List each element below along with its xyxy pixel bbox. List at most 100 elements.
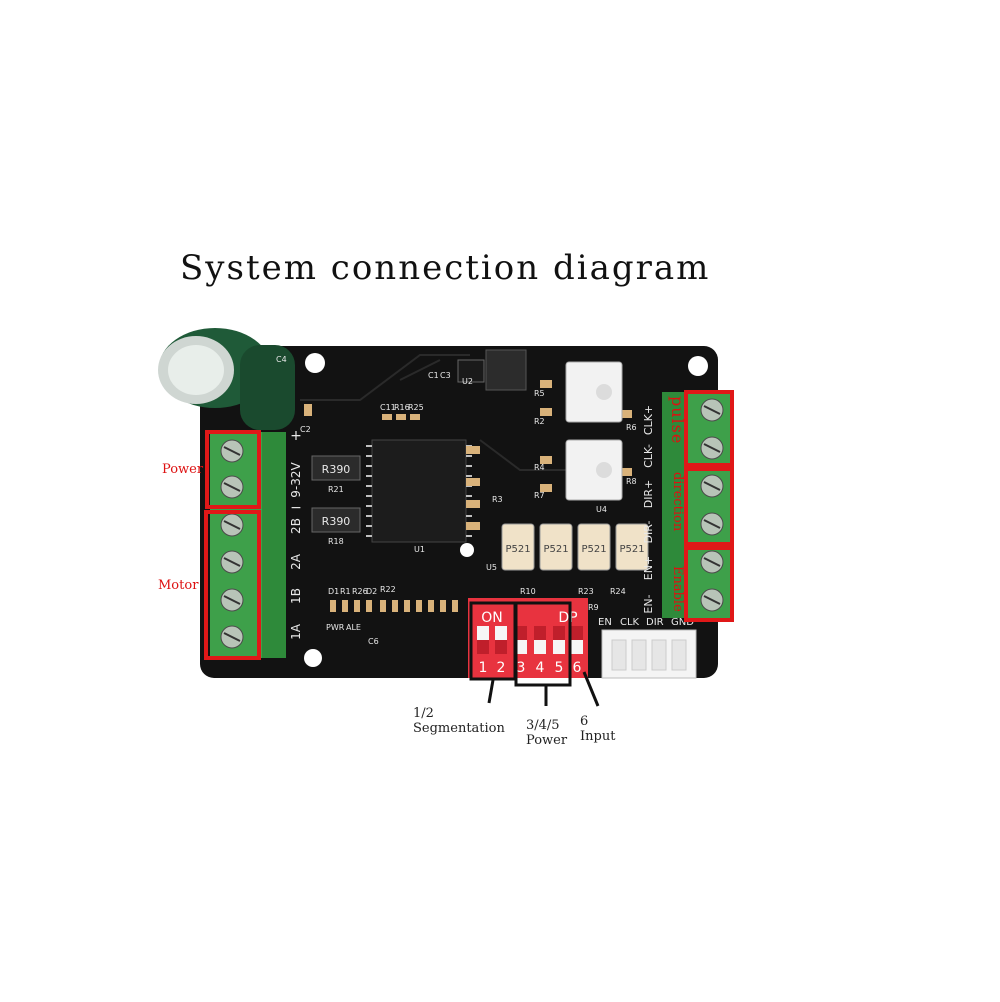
power-caption: 3/4/5 Power bbox=[526, 718, 567, 748]
silk-label: R5 bbox=[534, 389, 545, 398]
silk-label: R4 bbox=[534, 463, 545, 472]
silk-label: R7 bbox=[534, 491, 545, 500]
terminal-plus-label: + bbox=[290, 428, 302, 444]
silk-label: R9 bbox=[588, 603, 599, 612]
silk-label: R25 bbox=[408, 403, 424, 412]
silk-label: R2 bbox=[534, 417, 545, 426]
dip-dp-label: DP bbox=[558, 610, 577, 626]
resistor-label: R390 bbox=[322, 463, 351, 476]
terminal-dir-plus-label: DIR+ bbox=[642, 480, 655, 509]
highlight-motor bbox=[204, 510, 261, 660]
silk-label: PWR bbox=[326, 623, 345, 632]
optocoupler-row bbox=[501, 523, 649, 571]
terminal-voltage-label: 9-32V bbox=[289, 461, 303, 497]
resistor-r21 bbox=[311, 455, 361, 481]
resistor-label: R390 bbox=[322, 515, 351, 528]
page-title: System connection diagram bbox=[180, 248, 711, 288]
silk-label: R10 bbox=[520, 587, 536, 596]
header-pin-label: EN bbox=[598, 617, 612, 628]
opto-label: P521 bbox=[581, 544, 606, 555]
opto-label: P521 bbox=[619, 544, 644, 555]
smd-components bbox=[304, 380, 632, 612]
segmentation-text: Segmentation bbox=[413, 721, 505, 736]
silk-label: U1 bbox=[414, 545, 425, 554]
power-label: Power bbox=[162, 462, 204, 477]
highlight-enable bbox=[684, 546, 734, 622]
highlight-pulse bbox=[684, 390, 734, 467]
silk-label: R16 bbox=[394, 403, 410, 412]
terminal-dir-minus-label: DIR- bbox=[642, 521, 655, 544]
silk-label: C2 bbox=[300, 425, 311, 434]
terminal-2a-label: 2A bbox=[289, 553, 303, 570]
left-terminal-block bbox=[210, 432, 286, 658]
input-number: 6 bbox=[580, 714, 589, 729]
dip-switch bbox=[468, 598, 588, 678]
silk-label: C11 bbox=[380, 403, 396, 412]
silk-label: R8 bbox=[626, 477, 637, 486]
silk-label: R21 bbox=[328, 485, 344, 494]
silk-label: U4 bbox=[596, 505, 607, 514]
dip-number: 4 bbox=[536, 660, 545, 676]
pointer-lines bbox=[487, 671, 600, 707]
mount-hole bbox=[460, 543, 474, 557]
terminal-1a-label: 1A bbox=[289, 623, 303, 640]
driver-ic-u1 bbox=[366, 439, 472, 543]
right-terminal-block bbox=[662, 392, 732, 618]
dip-number: 2 bbox=[497, 660, 506, 676]
capacitor-c4 bbox=[158, 328, 295, 430]
silk-label: C6 bbox=[368, 637, 379, 646]
silk-label: ALE bbox=[346, 623, 361, 632]
enable-label: Enable bbox=[670, 566, 685, 612]
opto-label: P521 bbox=[505, 544, 530, 555]
terminal-2b-label: 2B bbox=[289, 518, 303, 534]
terminal-minus-label: − bbox=[290, 500, 302, 516]
mount-hole bbox=[304, 649, 322, 667]
header-pin-label: GND bbox=[671, 617, 694, 628]
header-pin-label: CLK bbox=[620, 617, 640, 628]
optocoupler-top bbox=[565, 361, 623, 501]
silk-label: R23 bbox=[578, 587, 594, 596]
power-number: 3/4/5 bbox=[526, 718, 560, 733]
silk-label: R6 bbox=[626, 423, 637, 432]
silk-label: R18 bbox=[328, 537, 344, 546]
silk-label: R24 bbox=[610, 587, 626, 596]
mount-hole bbox=[305, 353, 325, 373]
silk-label: U5 bbox=[486, 563, 497, 572]
opto-label: P521 bbox=[543, 544, 568, 555]
silk-label: C1 bbox=[428, 371, 439, 380]
dip-on-label: ON bbox=[481, 610, 503, 626]
terminal-clk-plus-label: CLK+ bbox=[642, 405, 655, 435]
direction-label: direction bbox=[670, 472, 685, 532]
silk-label: C4 bbox=[276, 355, 287, 364]
dip-number: 3 bbox=[517, 660, 526, 676]
input-caption: 6 Input bbox=[580, 714, 615, 744]
mount-hole bbox=[688, 356, 708, 376]
motor-label: Motor bbox=[158, 578, 199, 593]
highlight-dip-345 bbox=[514, 601, 572, 687]
segmentation-number: 1/2 bbox=[413, 706, 434, 721]
dip-number: 6 bbox=[573, 660, 582, 676]
resistor-r18 bbox=[311, 507, 361, 533]
silk-label: U2 bbox=[462, 377, 473, 386]
terminal-clk-minus-label: CLK- bbox=[642, 444, 655, 468]
highlight-power bbox=[205, 430, 261, 509]
silk-label: R1 bbox=[340, 587, 351, 596]
silk-label: R26 bbox=[352, 587, 368, 596]
silk-label: R22 bbox=[380, 585, 396, 594]
header-connector bbox=[601, 629, 697, 679]
input-text: Input bbox=[580, 729, 616, 744]
highlight-direction bbox=[684, 467, 734, 546]
silk-label: R3 bbox=[492, 495, 503, 504]
power-text: Power bbox=[526, 733, 568, 748]
regulator-u2 bbox=[485, 349, 527, 391]
silk-label: D1 bbox=[328, 587, 339, 596]
terminal-1b-label: 1B bbox=[289, 588, 303, 604]
silk-label: D2 bbox=[366, 587, 377, 596]
dip-highlights bbox=[469, 601, 572, 687]
terminal-en-minus-label: EN- bbox=[642, 594, 655, 613]
silk-label: C3 bbox=[440, 371, 451, 380]
highlight-boxes bbox=[204, 390, 734, 660]
header-pin-label: DIR bbox=[646, 617, 664, 628]
dip-number: 1 bbox=[479, 660, 488, 676]
